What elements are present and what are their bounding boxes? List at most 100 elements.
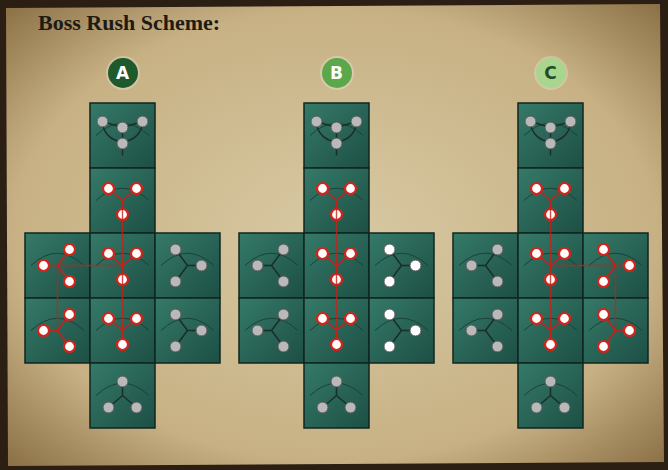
- room-dot: [278, 309, 289, 320]
- room-dot: [345, 248, 356, 259]
- room-dot: [598, 341, 609, 352]
- dungeon-tile: [239, 298, 304, 363]
- room-dot: [492, 309, 503, 320]
- badge-letter: C: [544, 63, 556, 83]
- room-dot: [196, 260, 207, 271]
- scheme-badge: B: [322, 58, 352, 88]
- room-dot: [278, 244, 289, 255]
- room-dot: [278, 341, 289, 352]
- room-dot: [545, 376, 556, 387]
- path-link: [58, 265, 123, 266]
- room-dot: [117, 339, 128, 350]
- dungeon-tile: [90, 363, 155, 428]
- room-dot: [384, 309, 395, 320]
- scheme-title: Boss Rush Scheme:: [38, 10, 220, 36]
- path-link: [551, 265, 616, 266]
- room-dot: [565, 116, 576, 127]
- dungeon-tile: [518, 363, 583, 428]
- room-dot: [311, 116, 322, 127]
- room-dot: [410, 260, 421, 271]
- room-dot: [492, 276, 503, 287]
- room-dot: [252, 325, 263, 336]
- room-dot: [170, 244, 181, 255]
- room-dot: [331, 122, 342, 133]
- room-dot: [317, 313, 328, 324]
- room-dot: [345, 402, 356, 413]
- scheme-badge: A: [108, 58, 138, 88]
- room-dot: [545, 122, 556, 133]
- path-link: [615, 266, 616, 331]
- room-dot: [598, 276, 609, 287]
- room-dot: [531, 248, 542, 259]
- room-dot: [384, 341, 395, 352]
- room-dot: [117, 376, 128, 387]
- room-dot: [64, 309, 75, 320]
- room-dot: [598, 309, 609, 320]
- room-dot: [466, 260, 477, 271]
- room-dot: [525, 116, 536, 127]
- path-link: [550, 266, 551, 331]
- dungeon-tile: [453, 298, 518, 363]
- dungeon-tile: [304, 103, 369, 168]
- room-dot: [170, 341, 181, 352]
- path-link: [57, 266, 58, 331]
- room-dot: [252, 260, 263, 271]
- room-dot: [117, 138, 128, 149]
- dungeon-tile: [239, 233, 304, 298]
- room-dot: [331, 339, 342, 350]
- room-dot: [384, 244, 395, 255]
- room-dot: [38, 260, 49, 271]
- room-dot: [170, 309, 181, 320]
- room-dot: [103, 313, 114, 324]
- room-dot: [64, 244, 75, 255]
- room-dot: [317, 248, 328, 259]
- room-dot: [345, 313, 356, 324]
- room-dot: [559, 402, 570, 413]
- dungeon-tile: [453, 233, 518, 298]
- room-dot: [103, 183, 114, 194]
- room-dot: [345, 183, 356, 194]
- path-link: [122, 266, 123, 331]
- room-dot: [410, 325, 421, 336]
- room-dot: [131, 402, 142, 413]
- path-link: [336, 266, 337, 331]
- room-dot: [559, 183, 570, 194]
- room-dot: [351, 116, 362, 127]
- room-dot: [384, 276, 395, 287]
- dungeon-tile: [369, 233, 434, 298]
- room-dot: [317, 183, 328, 194]
- room-dot: [131, 248, 142, 259]
- room-dot: [624, 260, 635, 271]
- room-dot: [103, 402, 114, 413]
- room-dot: [317, 402, 328, 413]
- room-dot: [131, 313, 142, 324]
- room-dot: [598, 244, 609, 255]
- room-dot: [331, 376, 342, 387]
- room-dot: [466, 325, 477, 336]
- dungeon-tile: [90, 103, 155, 168]
- room-dot: [331, 138, 342, 149]
- dungeon-tile: [369, 298, 434, 363]
- room-dot: [624, 325, 635, 336]
- badge-letter: B: [330, 63, 343, 83]
- room-dot: [559, 313, 570, 324]
- room-dot: [531, 183, 542, 194]
- dungeon-tile: [155, 298, 220, 363]
- room-dot: [196, 325, 207, 336]
- room-dot: [64, 276, 75, 287]
- scheme-badge: C: [536, 58, 566, 88]
- dungeon-tile: [304, 363, 369, 428]
- path-link: [122, 201, 123, 266]
- path-link: [550, 201, 551, 266]
- room-dot: [131, 183, 142, 194]
- room-dot: [97, 116, 108, 127]
- room-dot: [545, 138, 556, 149]
- room-dot: [38, 325, 49, 336]
- dungeon-tile: [155, 233, 220, 298]
- room-dot: [117, 122, 128, 133]
- parchment-sheet: [6, 4, 664, 466]
- room-dot: [64, 341, 75, 352]
- path-link: [336, 201, 337, 266]
- room-dot: [531, 402, 542, 413]
